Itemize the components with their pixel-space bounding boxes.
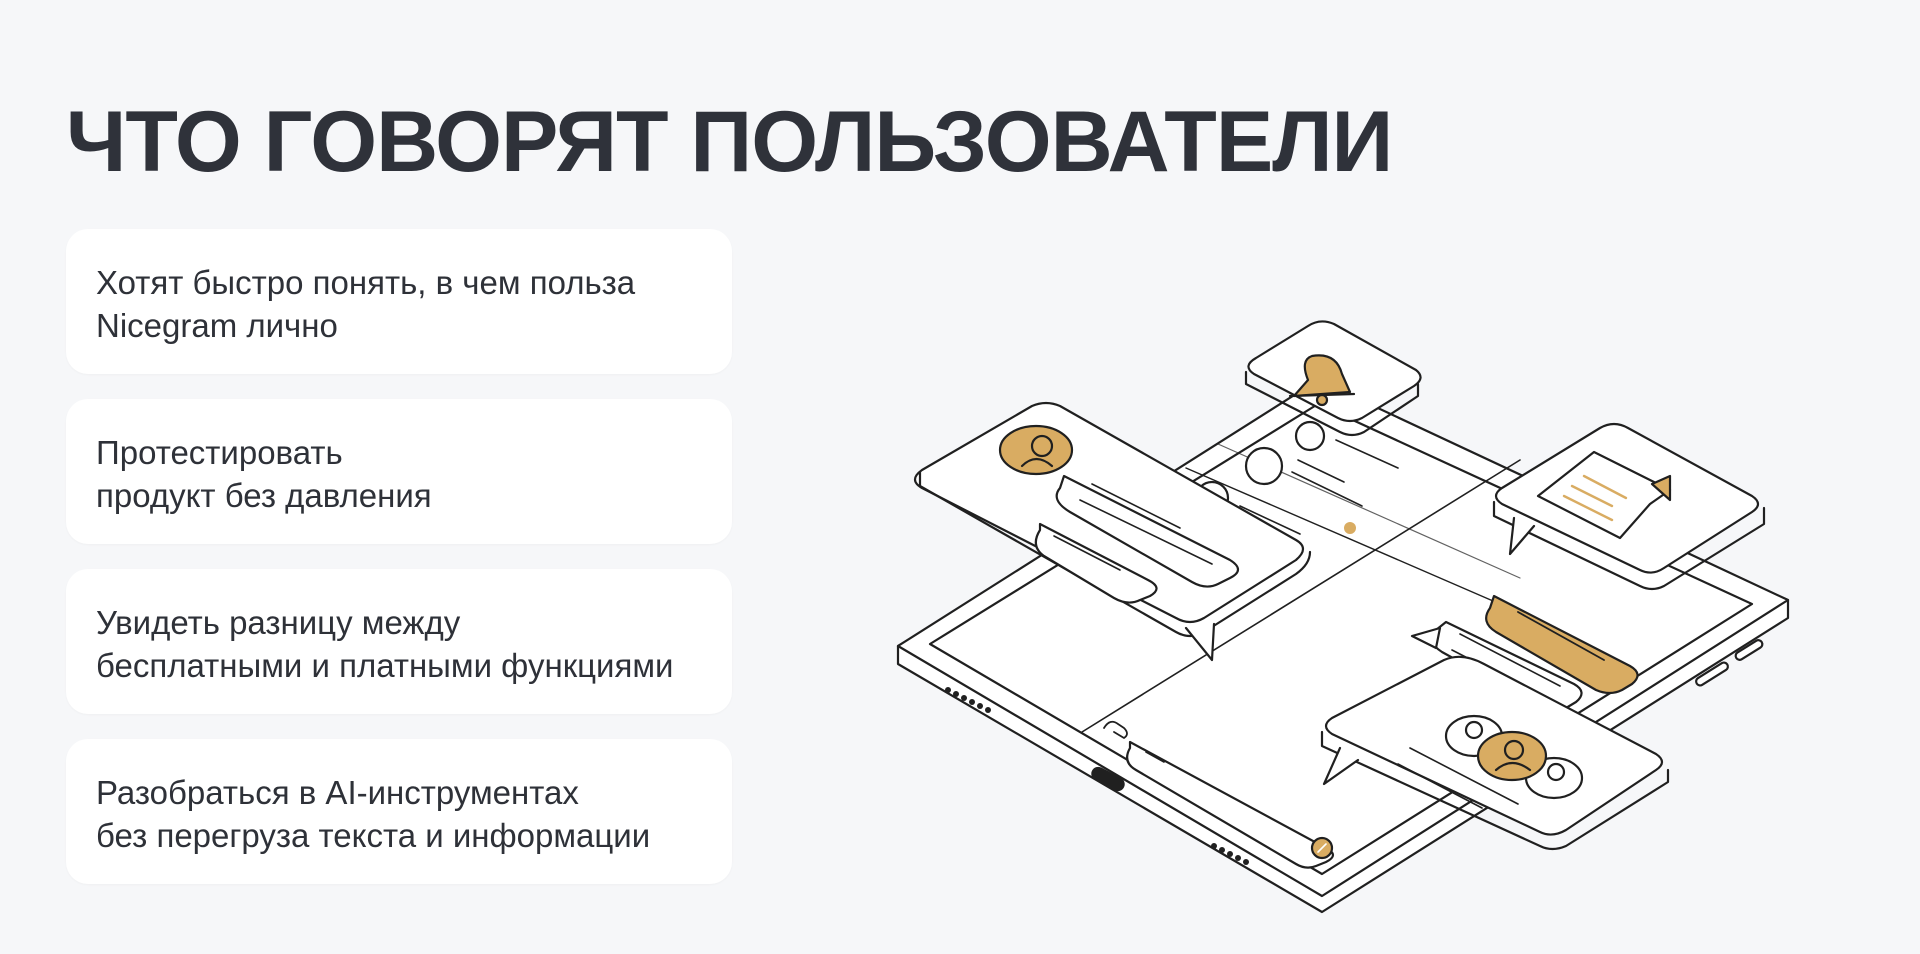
need-card-text: Увидеть разницу между бесплатными и плат… [96, 604, 674, 684]
group-avatars-icon [1444, 714, 1584, 800]
messenger-tablet-illustration [896, 320, 1790, 914]
need-card-2: Протестировать продукт без давления [66, 399, 732, 544]
page-title: ЧТО ГОВОРЯТ ПОЛЬЗОВАТЕЛИ [66, 94, 1393, 190]
document-icon [1536, 450, 1672, 540]
need-card-text: Хотят быстро понять, в чем польза Nicegr… [96, 264, 636, 344]
document-card [1492, 422, 1766, 591]
notification-card [1244, 320, 1422, 437]
paperclip-icon [1103, 720, 1128, 739]
need-card-4: Разобраться в AI-инструментах без перегр… [66, 739, 732, 884]
need-card-1: Хотят быстро понять, в чем польза Nicegr… [66, 229, 732, 374]
need-card-3: Увидеть разницу между бесплатными и плат… [66, 569, 732, 714]
group-card [1320, 655, 1670, 851]
chat-card-left [913, 401, 1312, 662]
send-icon [1310, 836, 1334, 860]
message-input-bar [1103, 720, 1335, 869]
avatar-icon [998, 424, 1074, 476]
need-card-text: Разобраться в AI-инструментах без перегр… [96, 774, 651, 854]
speaker-dots [945, 687, 1249, 865]
bell-icon [1288, 354, 1356, 407]
user-needs-list: Хотят быстро понять, в чем польза Nicegr… [66, 229, 732, 909]
need-card-text: Протестировать продукт без давления [96, 434, 432, 514]
